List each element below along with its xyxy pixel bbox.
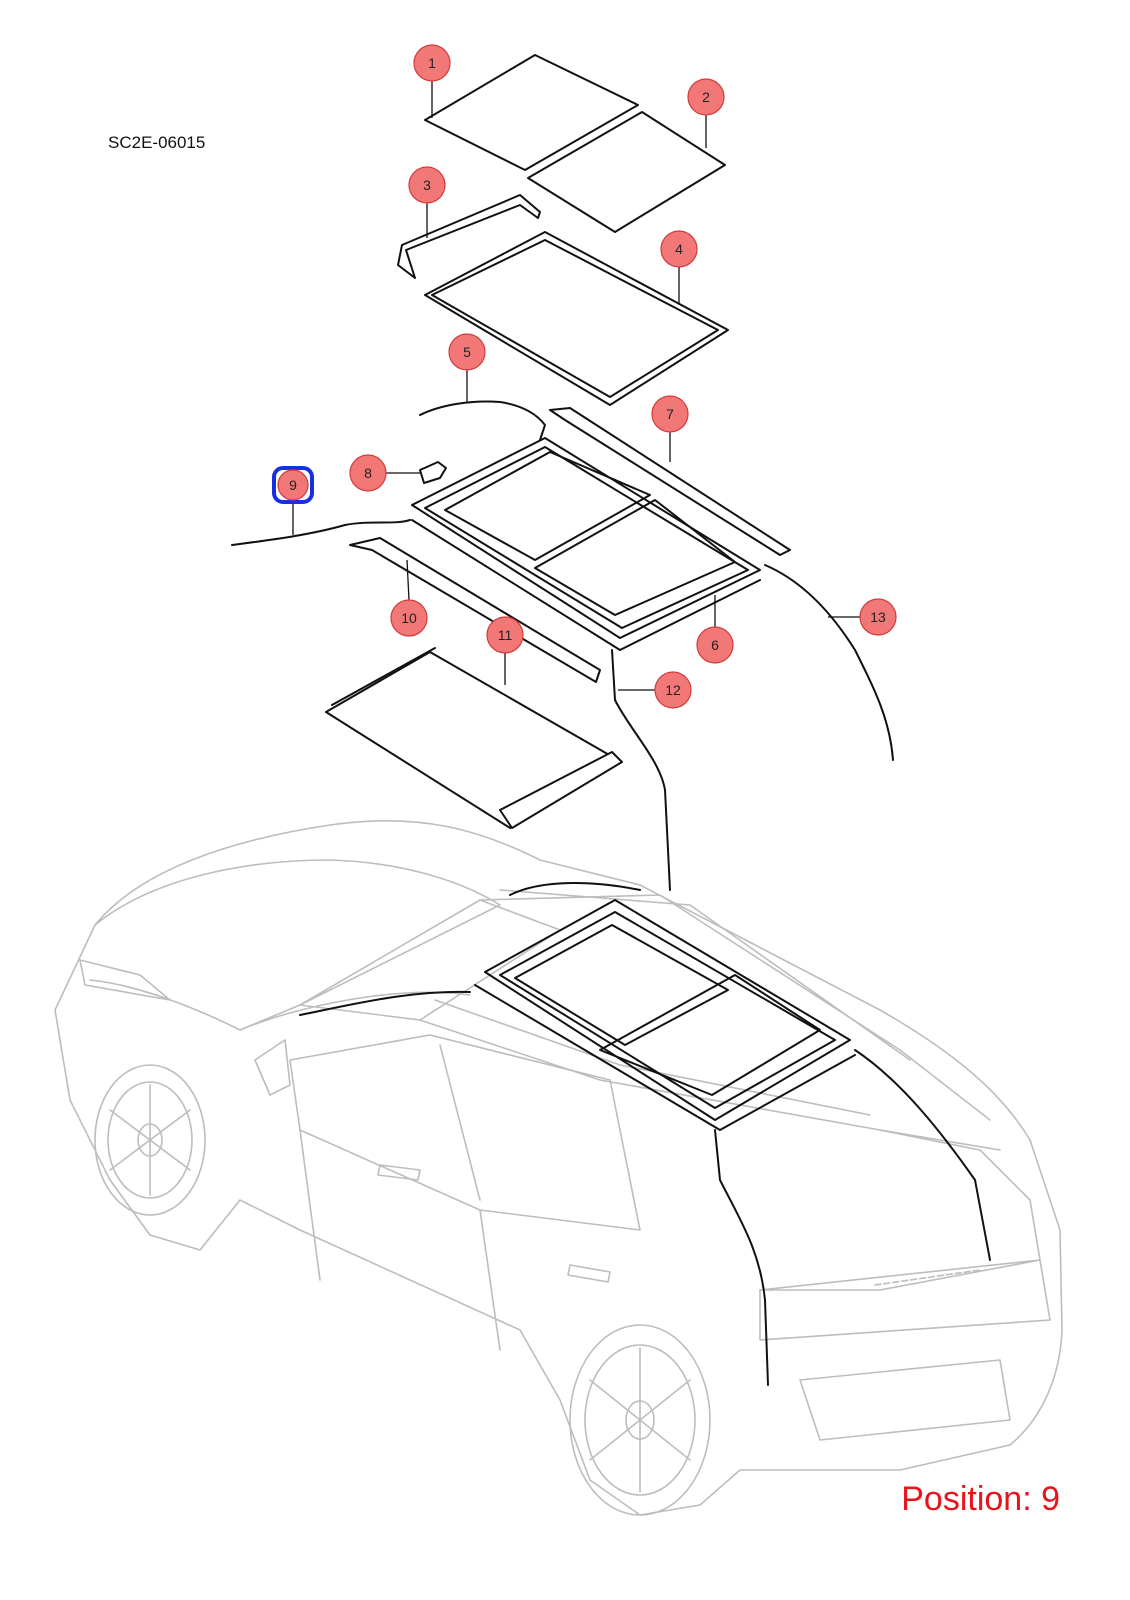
front-glass-panel	[424, 54, 639, 171]
callout-9[interactable]: 9	[272, 466, 314, 504]
motor	[419, 461, 447, 484]
callout-3[interactable]: 3	[408, 166, 446, 204]
svg-text:13: 13	[870, 609, 886, 625]
right-rail-trim	[549, 407, 791, 556]
position-label: Position: 9	[901, 1480, 1060, 1518]
sunshade	[325, 647, 623, 829]
left-drain-hose	[231, 519, 411, 546]
vehicle-outline	[54, 819, 1063, 1516]
front-drain-hose	[419, 400, 546, 441]
callout-1[interactable]: 1	[413, 44, 451, 82]
drawing-code: SC2E-06015	[108, 133, 206, 152]
callout-6[interactable]: 6	[696, 626, 734, 664]
svg-text:4: 4	[675, 241, 683, 257]
callout-12[interactable]: 12	[654, 671, 692, 709]
wind-deflector	[397, 194, 541, 279]
rear-right-drain-hose	[764, 564, 894, 761]
callout-10[interactable]: 10	[390, 599, 428, 637]
svg-text:2: 2	[702, 89, 710, 105]
svg-text:5: 5	[463, 344, 471, 360]
svg-text:6: 6	[711, 637, 719, 653]
svg-text:11: 11	[498, 627, 513, 643]
callout-13[interactable]: 13	[859, 598, 897, 636]
rear-left-drain-hose	[611, 649, 671, 891]
svg-text:10: 10	[401, 610, 417, 626]
leader-lines	[292, 80, 860, 691]
svg-text:8: 8	[364, 465, 372, 481]
left-rail-trim	[349, 537, 601, 683]
callout-4[interactable]: 4	[660, 230, 698, 268]
sunroof-frame	[411, 437, 761, 651]
svg-text:9: 9	[289, 477, 297, 493]
installed-sunroof-assembly	[299, 882, 991, 1386]
rear-glass-panel	[527, 111, 726, 233]
callout-11[interactable]: 11	[486, 616, 524, 654]
callout-2[interactable]: 2	[687, 78, 725, 116]
glass-seal	[424, 231, 729, 406]
callout-7[interactable]: 7	[651, 395, 689, 433]
callout-5[interactable]: 5	[448, 333, 486, 371]
svg-text:3: 3	[423, 177, 431, 193]
svg-text:7: 7	[666, 406, 674, 422]
svg-text:1: 1	[428, 55, 436, 71]
svg-text:12: 12	[665, 682, 681, 698]
callout-8[interactable]: 8	[349, 454, 387, 492]
